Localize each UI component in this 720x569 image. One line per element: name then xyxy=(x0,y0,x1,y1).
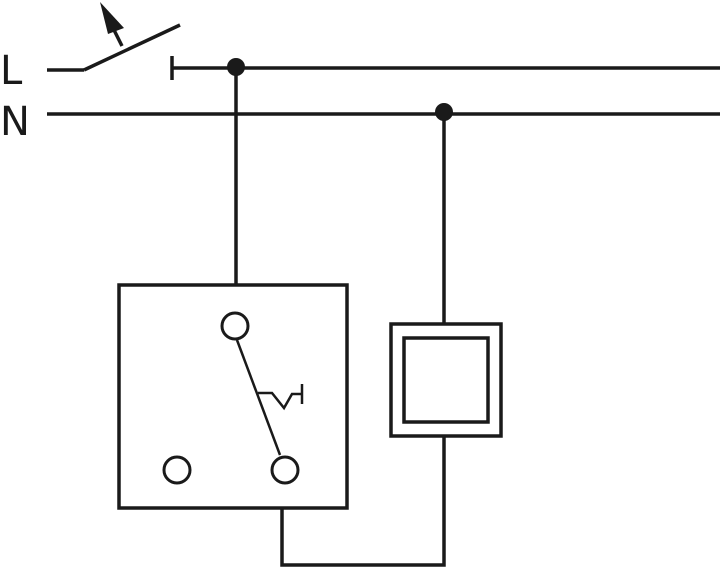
line-rail xyxy=(47,23,720,80)
neutral-label: N xyxy=(0,99,30,145)
line-label: L xyxy=(0,48,23,94)
time-delay-contact-icon xyxy=(258,384,304,411)
bottom-connection-wire xyxy=(280,436,446,567)
pushbutton-switch-icon xyxy=(100,2,124,47)
switch-box xyxy=(117,283,349,510)
terminal-bottom-left xyxy=(162,455,192,485)
terminal-bottom-right xyxy=(270,455,300,485)
contact-blade xyxy=(235,339,282,456)
lamp-box-icon xyxy=(389,322,503,438)
terminal-top xyxy=(220,311,250,341)
